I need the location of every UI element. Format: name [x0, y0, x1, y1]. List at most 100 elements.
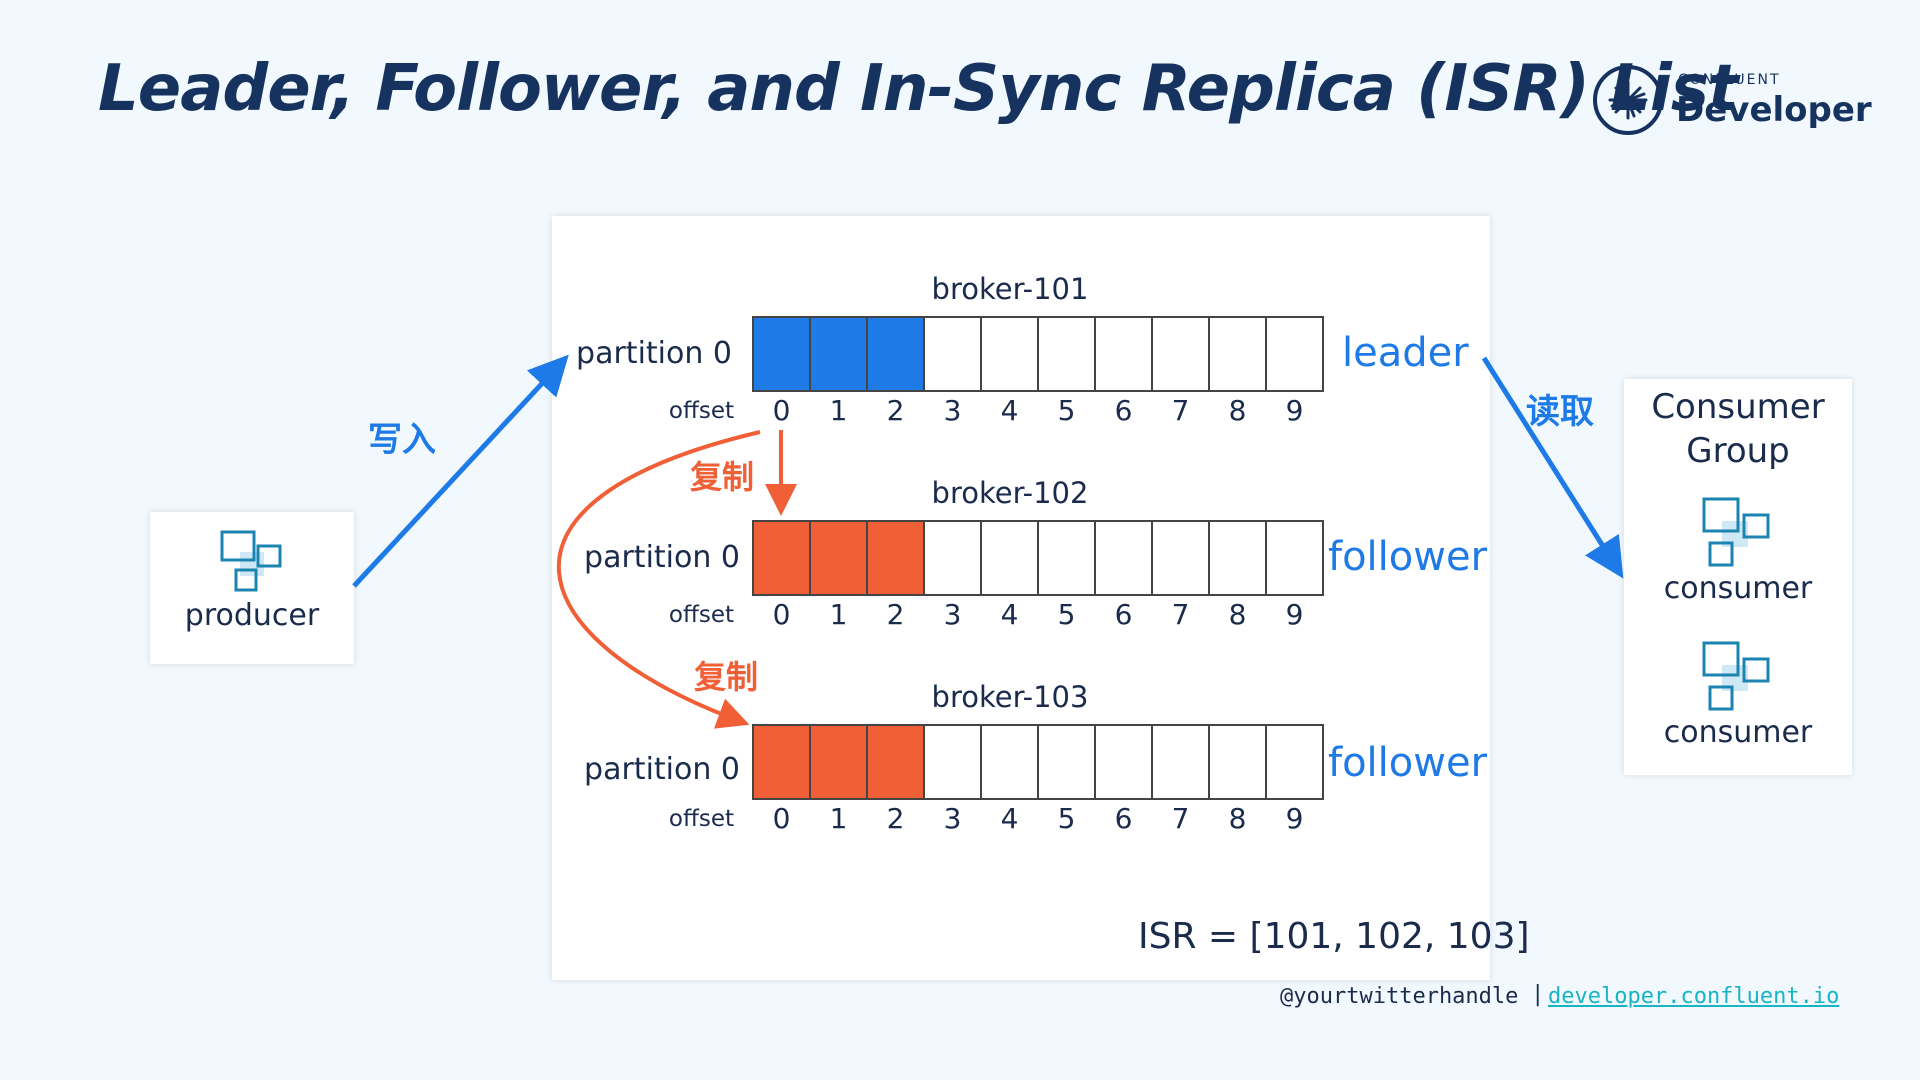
read-arrow — [1481, 356, 1624, 579]
log-cell-offset-8 — [1210, 318, 1267, 390]
log-cell-offset-9 — [1267, 318, 1324, 390]
offset-number: 0 — [772, 802, 791, 835]
offset-number: 2 — [886, 802, 905, 835]
offset-numbers-103: 0 1 2 3 4 5 6 7 8 9 — [753, 802, 1323, 835]
offset-number: 2 — [886, 598, 905, 631]
footer-handle: @yourtwitterhandle — [1280, 984, 1519, 1009]
offset-number: 8 — [1228, 394, 1247, 427]
log-cell-offset-8 — [1210, 522, 1267, 594]
log-cell-offset-1 — [811, 522, 868, 594]
offset-label-101: offset — [668, 398, 734, 424]
confluent-developer-logo[interactable]: CONFLUENT Developer — [1592, 62, 1872, 138]
log-cell-offset-2 — [868, 318, 925, 390]
log-cell-offset-2 — [868, 522, 925, 594]
log-cell-offset-7 — [1153, 522, 1210, 594]
broker-title-103: broker-103 — [931, 680, 1089, 714]
offset-number: 8 — [1228, 802, 1247, 835]
replicate-label-103: 复制 — [694, 658, 759, 696]
log-cell-offset-6 — [1096, 318, 1153, 390]
offset-number: 0 — [772, 394, 791, 427]
offset-number: 5 — [1057, 802, 1076, 835]
consumer-icon — [1702, 641, 1770, 711]
offset-number: 4 — [1000, 802, 1019, 835]
slide-title: Leader, Follower, and In-Sync Replica (I… — [98, 52, 1739, 126]
role-label-leader: leader — [1342, 330, 1469, 376]
offset-number: 0 — [772, 598, 791, 631]
broker-title-102: broker-102 — [931, 476, 1089, 510]
logo-small-text: CONFLUENT — [1678, 72, 1781, 88]
offset-number: 2 — [886, 394, 905, 427]
offset-number: 4 — [1000, 598, 1019, 631]
offset-number: 3 — [943, 802, 962, 835]
replicate-arrow-103 — [556, 430, 761, 729]
log-cell-offset-8 — [1210, 726, 1267, 798]
log-cell-offset-4 — [982, 318, 1039, 390]
role-label-follower-103: follower — [1328, 740, 1488, 786]
producer-card: producer — [150, 512, 354, 664]
consumer-group-title-line2: Group — [1686, 431, 1790, 471]
isr-list: ISR = [101, 102, 103] — [1138, 916, 1530, 957]
producer-icon — [220, 530, 282, 592]
consumer-group-title-line1: Consumer — [1651, 387, 1825, 427]
offset-number: 7 — [1171, 598, 1190, 631]
replicate-label-102: 复制 — [690, 458, 755, 496]
offset-label-102: offset — [668, 602, 734, 628]
footer-link[interactable]: developer.confluent.io — [1548, 984, 1840, 1009]
log-cell-offset-7 — [1153, 318, 1210, 390]
read-label: 读取 — [1526, 392, 1594, 432]
offset-number: 9 — [1285, 802, 1304, 835]
offset-number: 3 — [943, 598, 962, 631]
offset-number: 1 — [829, 598, 848, 631]
offset-number: 5 — [1057, 394, 1076, 427]
log-cell-offset-3 — [925, 522, 982, 594]
log-cell-offset-0 — [754, 318, 811, 390]
log-cell-offset-4 — [982, 726, 1039, 798]
partition-label-101: partition 0 — [576, 336, 732, 371]
partition-label-103: partition 0 — [584, 752, 740, 787]
offset-number: 5 — [1057, 598, 1076, 631]
offset-number: 4 — [1000, 394, 1019, 427]
log-cell-offset-7 — [1153, 726, 1210, 798]
log-cell-offset-0 — [754, 726, 811, 798]
log-cell-offset-2 — [868, 726, 925, 798]
write-arrow — [352, 354, 569, 588]
consumer-label-2: consumer — [1663, 715, 1813, 750]
offset-number: 1 — [829, 802, 848, 835]
log-cell-offset-0 — [754, 522, 811, 594]
log-cell-offset-6 — [1096, 726, 1153, 798]
consumer-group-card: Consumer Group consumer consumer — [1624, 379, 1852, 775]
consumer-icon — [1702, 497, 1770, 567]
log-cell-offset-1 — [811, 726, 868, 798]
consumer-label-1: consumer — [1663, 571, 1813, 606]
log-cell-offset-5 — [1039, 522, 1096, 594]
log-cell-offset-4 — [982, 522, 1039, 594]
log-cell-offset-1 — [811, 318, 868, 390]
offset-label-103: offset — [668, 806, 734, 832]
offset-number: 3 — [943, 394, 962, 427]
log-cell-offset-3 — [925, 726, 982, 798]
offset-number: 1 — [829, 394, 848, 427]
broker-title-101: broker-101 — [931, 272, 1089, 306]
footer-separator: | — [1534, 982, 1542, 1007]
confluent-logo-icon — [1593, 65, 1663, 135]
producer-label: producer — [184, 598, 320, 633]
log-cell-offset-5 — [1039, 318, 1096, 390]
offset-number: 7 — [1171, 802, 1190, 835]
offset-number: 6 — [1114, 598, 1133, 631]
log-cells-101 — [752, 316, 1324, 392]
offset-number: 7 — [1171, 394, 1190, 427]
log-cell-offset-9 — [1267, 522, 1324, 594]
partition-label-102: partition 0 — [584, 540, 740, 575]
logo-big-text: Developer — [1676, 90, 1872, 130]
write-label: 写入 — [368, 420, 436, 460]
log-cell-offset-5 — [1039, 726, 1096, 798]
offset-number: 9 — [1285, 598, 1304, 631]
role-label-follower-102: follower — [1328, 534, 1488, 580]
offset-number: 9 — [1285, 394, 1304, 427]
offset-number: 6 — [1114, 394, 1133, 427]
log-cell-offset-3 — [925, 318, 982, 390]
offset-number: 6 — [1114, 802, 1133, 835]
log-cells-102 — [752, 520, 1324, 596]
log-cell-offset-6 — [1096, 522, 1153, 594]
